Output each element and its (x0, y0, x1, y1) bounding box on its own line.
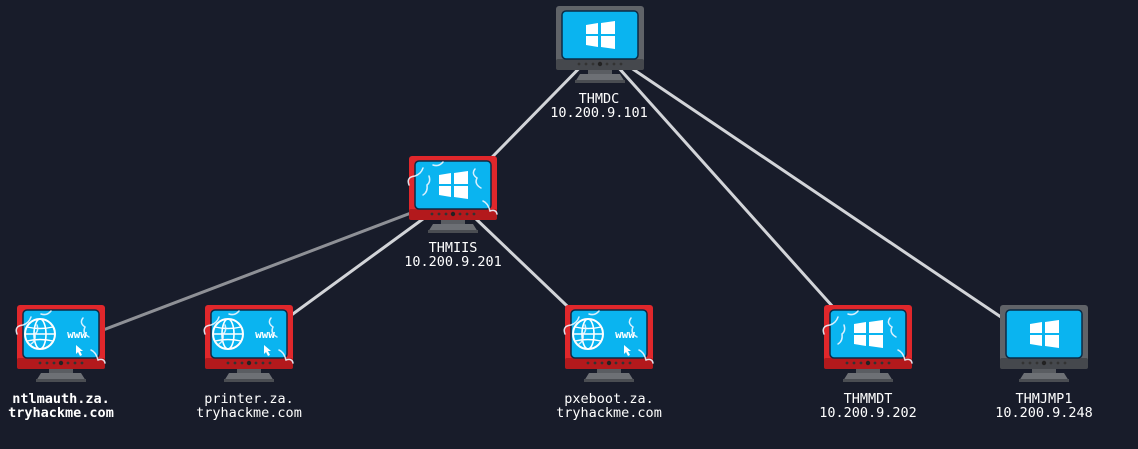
windows-logo-icon (586, 21, 615, 49)
compromised-lightning-icon (407, 161, 498, 215)
node-label-thmmdt: THMMDT 10.200.9.202 (758, 392, 978, 420)
node-thmmdt[interactable] (822, 305, 913, 382)
windows-logo-icon (439, 171, 468, 199)
svg-text:www: www (255, 328, 275, 341)
node-label-thmdc: THMDC 10.200.9.101 (489, 92, 709, 120)
hostname-line1: ntlmauth.za. (12, 391, 110, 407)
compromised-lightning-icon (822, 310, 913, 364)
globe-www-icon: www (212, 318, 275, 356)
compromised-lightning-icon (563, 310, 654, 364)
hostname-line1: printer.za. (204, 391, 294, 407)
node-label-pxeboot: pxeboot.za. tryhackme.com (499, 392, 719, 420)
windows-logo-icon (854, 320, 883, 348)
hostname-line2: tryhackme.com (196, 405, 302, 421)
hostname: THMDC (578, 91, 620, 107)
node-pxeboot[interactable]: www (563, 305, 654, 382)
hostname-line2: tryhackme.com (8, 405, 114, 421)
hostname-line1: pxeboot.za. (564, 391, 654, 407)
windows-logo-icon (1030, 320, 1059, 348)
node-label-thmjmp1: THMJMP1 10.200.9.248 (934, 392, 1138, 420)
nodes-layer: www www www (15, 6, 1088, 382)
node-thmjmp1[interactable] (1000, 305, 1088, 382)
ip-address: 10.200.9.201 (404, 254, 502, 270)
ip-address: 10.200.9.202 (819, 405, 917, 421)
link-thmiis-ntlmauth (59, 195, 455, 348)
link-thmdc-thmmdt (598, 45, 870, 348)
link-thmdc-thmjmp1 (598, 45, 1046, 348)
globe-www-icon: www (24, 318, 87, 356)
globe-www-icon: www (572, 318, 635, 356)
node-thmiis[interactable] (407, 156, 498, 233)
hostname: THMIIS (428, 240, 478, 256)
node-ntlmauth[interactable]: www (15, 305, 106, 382)
compromised-lightning-icon (15, 310, 106, 364)
hostname: THMJMP1 (1015, 391, 1073, 407)
ip-address: 10.200.9.101 (550, 105, 648, 121)
ip-address: 10.200.9.248 (995, 405, 1093, 421)
hostname-line2: tryhackme.com (556, 405, 662, 421)
compromised-lightning-icon (203, 310, 294, 364)
svg-text:www: www (615, 328, 635, 341)
node-printer[interactable]: www (203, 305, 294, 382)
node-label-ntlmauth: ntlmauth.za. tryhackme.com (0, 392, 171, 420)
hostname: THMMDT (843, 391, 893, 407)
svg-text:www: www (67, 328, 87, 341)
node-thmdc[interactable] (556, 6, 644, 83)
node-label-thmiis: THMIIS 10.200.9.201 (343, 241, 563, 269)
node-label-printer: printer.za. tryhackme.com (139, 392, 359, 420)
links-layer (59, 45, 1046, 348)
